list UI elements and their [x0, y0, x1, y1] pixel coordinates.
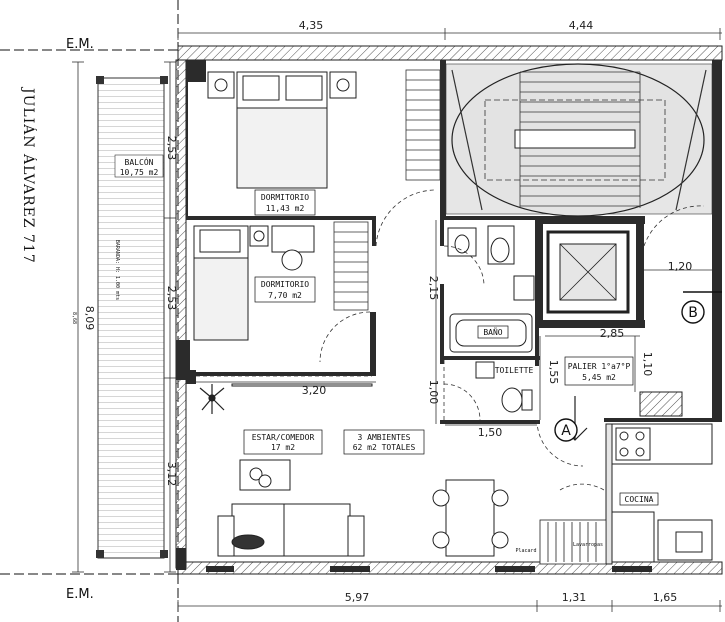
balcon-name: BALCÓN: [125, 156, 154, 167]
cocina-label: COCINA: [625, 495, 654, 504]
living-furniture: [217, 383, 509, 557]
balcony: [96, 76, 168, 559]
elevator: [546, 230, 630, 314]
placard-label: Placard: [515, 548, 536, 554]
palier-area: 5,45 m2: [582, 373, 616, 382]
stair-steps: [519, 71, 641, 208]
door-swings: [196, 189, 705, 491]
dim-bottom-3: 1,65: [653, 591, 678, 604]
em-bottom-label: E.M.: [66, 587, 94, 602]
marker-b: B: [681, 291, 722, 324]
marker-a: A: [554, 418, 578, 442]
bed-double: [207, 71, 357, 189]
dim-toilet-height: 1,00: [427, 380, 440, 405]
dim-corridor-width: 1,50: [478, 426, 503, 439]
kitchen: [605, 391, 713, 565]
dim-top-right: 4,44: [569, 19, 594, 32]
dim-hall-width: 2,85: [600, 327, 625, 340]
dorm1-area: 11,43 m2: [266, 204, 305, 213]
room-label-frames: [243, 189, 659, 506]
lavadero-label: Lavarropas: [573, 542, 603, 548]
marker-a-label: A: [561, 423, 571, 439]
palier-name: PALIER 1°a7°P: [568, 362, 631, 371]
dim-stair-gap: 1,20: [668, 260, 693, 273]
bed-single: [193, 225, 315, 341]
dim-top-left: 4,35: [299, 19, 324, 32]
dim-left-lower: 3,12: [165, 462, 178, 487]
dim-left-total: 8,09: [83, 306, 96, 331]
dim-outer-total: 8,68: [71, 312, 77, 324]
dorm2-area: 7,70 m2: [268, 291, 302, 300]
toilette-label: TOILETTE: [495, 366, 534, 375]
laundry-placard: [539, 519, 607, 565]
dorm2-name: DORMITORIO: [261, 280, 309, 289]
dim-left-mid: 2,53: [165, 286, 178, 311]
plant-icon: [199, 384, 225, 414]
balcon-area: 10,75 m2: [120, 168, 159, 177]
street-name: JULIÁN ÁLVAREZ 717: [20, 86, 38, 264]
baranda-note: BARANDA: H: 1.00 mts: [114, 240, 120, 300]
closets: [333, 69, 441, 311]
bano-label: BAÑO: [483, 327, 502, 337]
dim-hall-height: 1,55: [547, 360, 560, 385]
dim-bottom-2: 1,31: [562, 591, 587, 604]
stair-hall: [445, 63, 713, 217]
marker-b-label: B: [688, 305, 698, 321]
ambientes-area: 62 m2 TOTALES: [353, 443, 416, 452]
dim-door-height: 1,10: [641, 352, 654, 377]
dim-left-upper: 2,53: [165, 136, 178, 161]
estar-area: 17 m2: [271, 443, 295, 452]
estar-name: ESTAR/COMEDOR: [252, 433, 315, 442]
dorm1-name: DORMITORIO: [261, 193, 309, 202]
dimension-lines: [72, 28, 722, 612]
bathroom-fixtures: [447, 225, 535, 413]
dim-bath-height: 2,15: [427, 276, 440, 301]
exterior-walls: [175, 45, 723, 575]
dim-living-width: 3,20: [302, 384, 327, 397]
em-top-label: E.M.: [66, 37, 94, 52]
ambientes-name: 3 AMBIENTES: [358, 433, 411, 442]
interior-walls: [176, 60, 722, 572]
dim-bottom-1: 5,97: [345, 591, 370, 604]
